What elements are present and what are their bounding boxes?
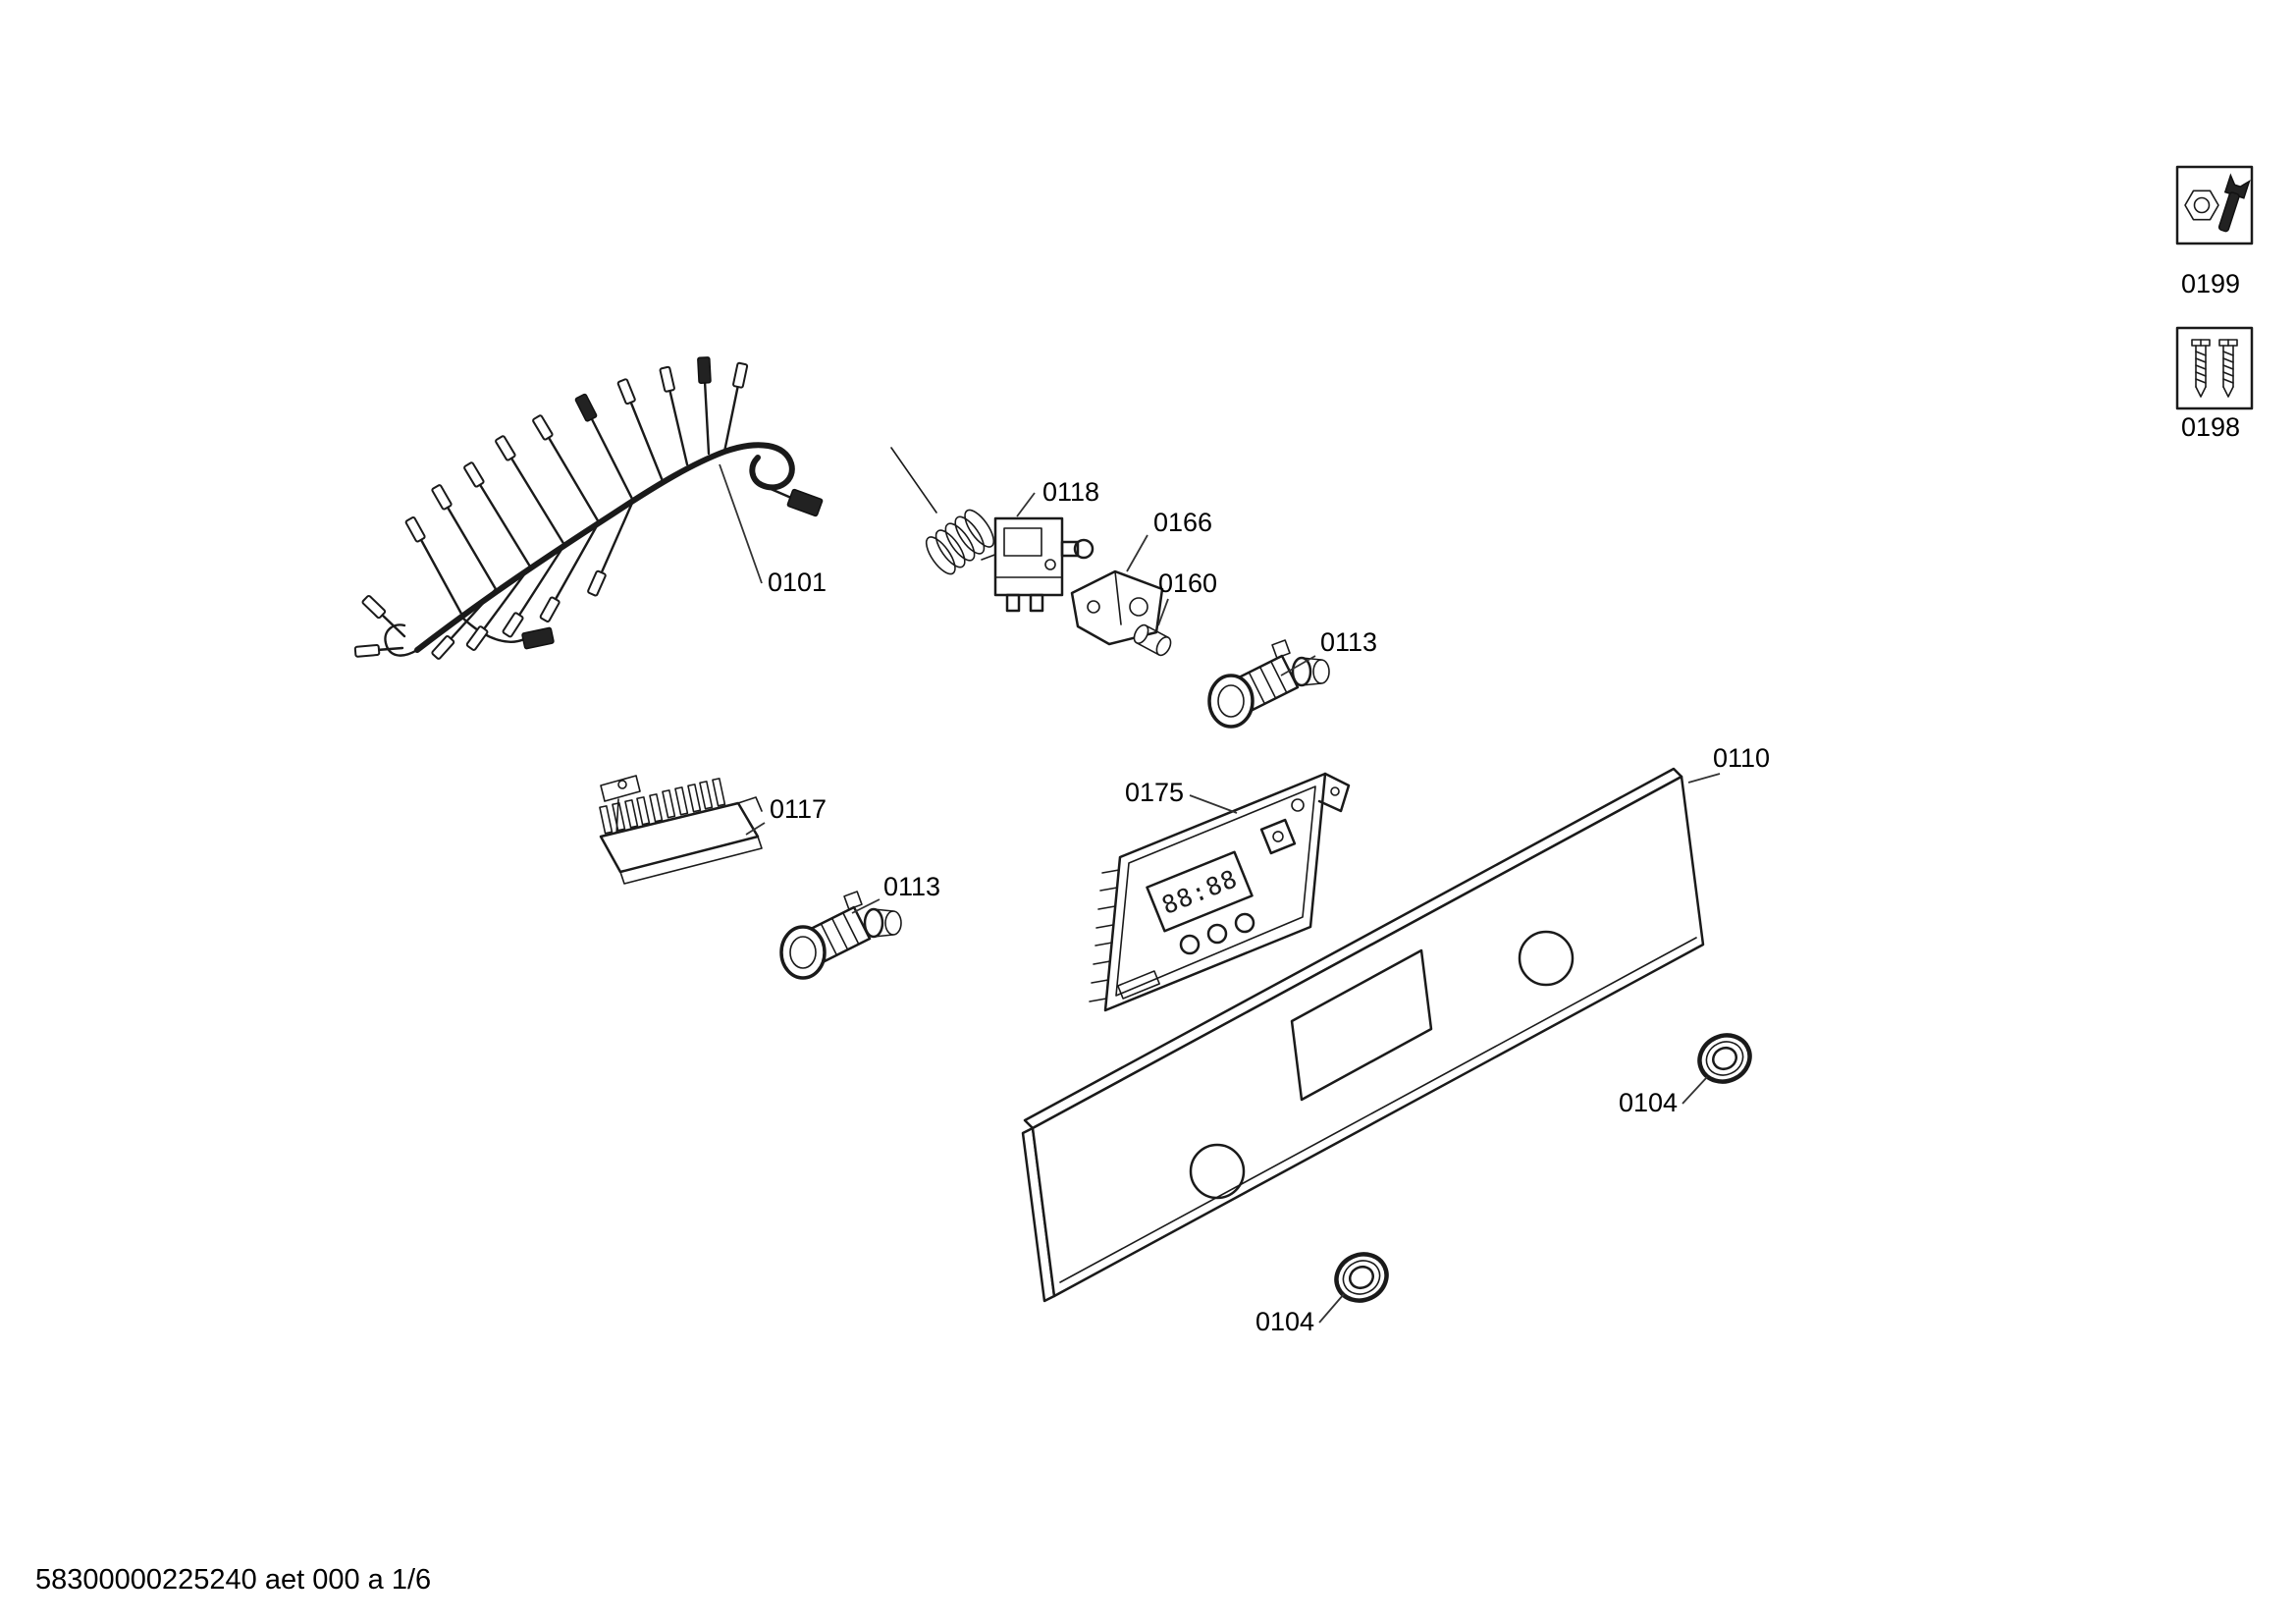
mounting-bracket <box>1070 569 1164 646</box>
legend-wrench-label: 0199 <box>2181 269 2240 298</box>
callout-harness: 0101 <box>768 568 827 597</box>
callout-knob-ring-right: 0104 <box>1619 1088 1678 1117</box>
legend-screws-label: 0198 <box>2181 412 2240 442</box>
wrench-icon <box>2184 173 2251 233</box>
leader-lamp-socket-top <box>1280 655 1316 677</box>
thermostat <box>890 447 1095 613</box>
leader-thermostat <box>1016 492 1036 517</box>
callout-knob-ring-bottom: 0104 <box>1255 1307 1314 1336</box>
leader-knob-ring-bottom <box>1318 1293 1345 1324</box>
callout-lamp-socket-bottom: 0113 <box>883 872 940 901</box>
leader-lines <box>719 463 1721 1324</box>
leader-bracket <box>1126 534 1148 572</box>
panel-knob-hole-right <box>1518 930 1575 987</box>
lamp-socket-top <box>1207 638 1331 729</box>
terminal-block <box>599 775 763 885</box>
panel-display-window <box>1290 948 1433 1102</box>
callout-terminal-block: 0117 <box>770 794 827 824</box>
document-code: 58300000225240 aet 000 a 1/6 <box>35 1564 431 1596</box>
callout-lamp-socket-top: 0113 <box>1320 627 1377 657</box>
panel-knob-hole-left <box>1189 1143 1246 1200</box>
control-module-pcb: 88:88 <box>1089 772 1351 1012</box>
leader-terminal-block <box>745 822 766 836</box>
callout-control-panel: 0110 <box>1713 743 1770 773</box>
lamp-socket-bottom <box>779 890 903 980</box>
legend-wrench-box <box>2175 165 2254 245</box>
sleeve <box>1133 623 1172 657</box>
leader-control-module <box>1189 794 1238 814</box>
leader-sleeve <box>1157 598 1169 626</box>
leader-knob-ring-right <box>1682 1076 1708 1105</box>
callout-sleeve: 0160 <box>1158 568 1217 598</box>
leader-control-panel <box>1687 773 1721 784</box>
screws-icon <box>2191 339 2238 398</box>
callout-thermostat: 0118 <box>1042 477 1099 507</box>
legend-screws-box <box>2175 326 2254 410</box>
wiring-harness <box>353 356 824 660</box>
knob-ring-right <box>1692 1027 1758 1090</box>
leader-harness <box>719 463 763 584</box>
control-panel <box>1021 767 1705 1303</box>
callout-control-module: 0175 <box>1125 778 1184 807</box>
leader-lamp-socket-bottom <box>851 898 881 914</box>
callout-bracket: 0166 <box>1153 508 1212 537</box>
